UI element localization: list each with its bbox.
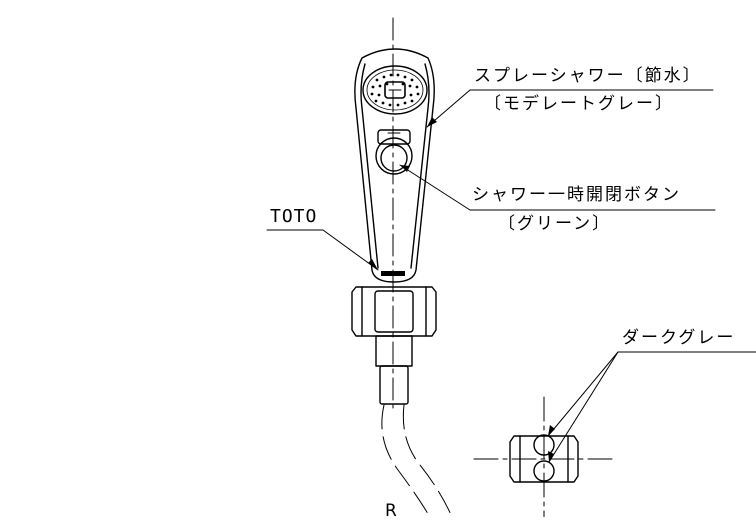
hose-fitting — [375, 335, 413, 405]
spray-center — [384, 81, 406, 99]
dark-gray-label: ダークグレー — [622, 328, 736, 348]
holder-clamp — [351, 286, 437, 337]
leader-dark-gray-2 — [548, 351, 619, 463]
leader-arrowheads — [368, 117, 555, 462]
shower-head — [354, 48, 435, 283]
hose — [381, 404, 453, 517]
leader-spray — [426, 89, 714, 128]
leader-lines — [266, 89, 756, 463]
leader-toto — [266, 229, 379, 271]
spray-shower-label: スプレーシャワー〔節水〕 — [474, 66, 702, 86]
toto-logo-mark — [381, 271, 405, 276]
clamp-detail-view — [473, 396, 615, 517]
pause-color-label: 〔グリーン〕 — [498, 214, 612, 234]
radius-mark-label: R — [385, 501, 399, 521]
spray-face — [362, 65, 428, 115]
spray-color-label: 〔モデレートグレー〕 — [484, 94, 674, 114]
spray-nozzles — [370, 73, 420, 107]
pause-button — [375, 129, 413, 175]
leader-pause-button — [399, 164, 716, 211]
brand-label: TOTO — [270, 206, 318, 227]
leader-dark-gray — [547, 351, 756, 437]
pause-button-label: シャワー一時開閉ボタン — [472, 185, 681, 205]
